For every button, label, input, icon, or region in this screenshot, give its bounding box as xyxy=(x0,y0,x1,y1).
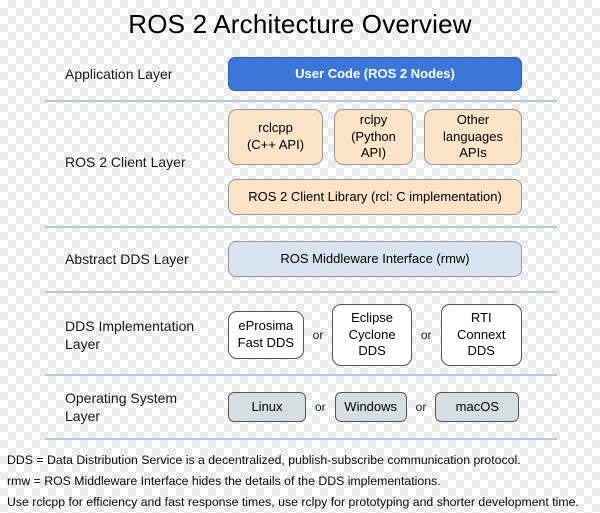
or-label: or xyxy=(312,328,324,342)
user-code-box: User Code (ROS 2 Nodes) xyxy=(228,57,522,91)
layer-divider xyxy=(45,438,557,441)
abstract-dds-layer-row: Abstract DDS Layer ROS Middleware Interf… xyxy=(65,241,600,277)
other-languages-box: Other languages APIs xyxy=(424,109,522,165)
layer-label-client: ROS 2 Client Layer xyxy=(65,153,186,170)
macos-box: macOS xyxy=(435,392,520,423)
note-dds-definition: DDS = Data Distribution Service is a dec… xyxy=(7,453,521,468)
operating-system-boxes: Linux or Windows or macOS xyxy=(228,392,522,423)
dds-implementation-layer-row: DDS Implementation Layer eProsima Fast D… xyxy=(65,304,600,366)
diagram-title: ROS 2 Architecture Overview xyxy=(128,9,472,39)
or-label: or xyxy=(315,400,326,415)
layer-label-abstract-dds: Abstract DDS Layer xyxy=(65,250,189,267)
client-library-box: ROS 2 Client Library (rcl: C implementat… xyxy=(228,179,522,215)
layer-label-application: Application Layer xyxy=(65,65,173,82)
client-api-boxes: rclcpp (C++ API) rclpy (Python API) Othe… xyxy=(228,109,522,165)
cyclone-dds-box: Eclipse Cyclone DDS xyxy=(332,304,412,366)
layer-label-dds-implementation: DDS Implementation Layer xyxy=(65,317,195,352)
layer-divider xyxy=(45,374,557,376)
note-rmw-definition: rmw = ROS Middleware Interface hides the… xyxy=(7,474,441,489)
or-label: or xyxy=(420,328,432,342)
linux-box: Linux xyxy=(228,392,306,423)
footnotes: DDS = Data Distribution Service is a dec… xyxy=(7,451,598,512)
fast-dds-box: eProsima Fast DDS xyxy=(228,311,304,359)
dds-implementation-boxes: eProsima Fast DDS or Eclipse Cyclone DDS… xyxy=(228,304,522,366)
client-layer-row: ROS 2 Client Layer rclcpp (C++ API) rclp… xyxy=(65,109,600,215)
rclcpp-box: rclcpp (C++ API) xyxy=(228,109,323,165)
rclpy-box: rclpy (Python API) xyxy=(334,109,413,165)
operating-system-layer-row: Operating System Layer Linux or Windows … xyxy=(65,389,600,425)
application-layer-row: Application Layer User Code (ROS 2 Nodes… xyxy=(65,57,600,91)
or-label: or xyxy=(415,400,427,415)
layer-label-operating-system: Operating System Layer xyxy=(65,390,178,425)
windows-box: Windows xyxy=(334,392,407,423)
note-usage-recommendation: Use rclcpp for efficiency and fast respo… xyxy=(7,495,579,510)
rmw-box: ROS Middleware Interface (rmw) xyxy=(228,241,522,277)
layer-divider xyxy=(45,226,557,228)
client-layer-boxes: rclcpp (C++ API) rclpy (Python API) Othe… xyxy=(228,109,522,215)
connext-dds-box: RTI Connext DDS xyxy=(440,304,522,366)
layer-divider xyxy=(45,291,557,293)
layer-divider xyxy=(45,100,557,102)
